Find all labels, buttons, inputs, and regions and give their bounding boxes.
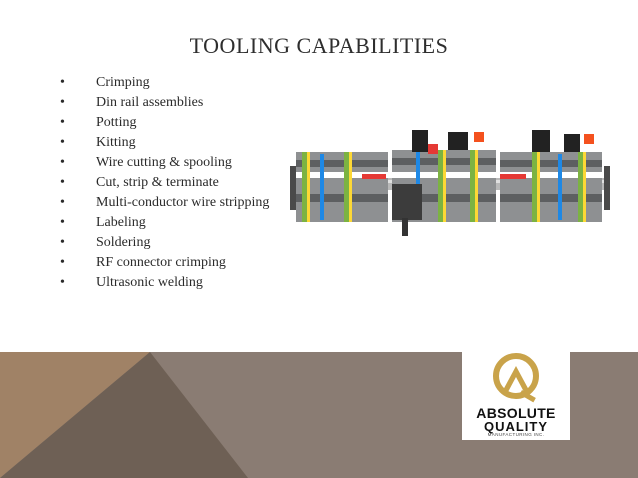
bullet-icon: •	[60, 235, 65, 250]
list-item-text: Soldering	[96, 235, 151, 250]
slide-title: TOOLING CAPABILITIES	[189, 33, 449, 58]
list-item: • Kitting	[60, 136, 270, 150]
list-item-text: Labeling	[96, 215, 146, 230]
list-item-text: Din rail assemblies	[96, 95, 204, 110]
bullet-icon: •	[60, 175, 65, 190]
list-item-text: Cut, strip & terminate	[96, 175, 219, 190]
bullet-icon: •	[60, 95, 65, 110]
logo-line-3: MANUFACTURING INC.	[487, 432, 545, 437]
list-item-text: Wire cutting & spooling	[96, 155, 232, 170]
bullet-icon: •	[60, 155, 65, 170]
list-item-text: RF connector crimping	[96, 255, 226, 270]
list-item-text: Potting	[96, 115, 137, 130]
list-item: • RF connector crimping	[60, 256, 270, 270]
bullet-icon: •	[60, 215, 65, 230]
bullet-icon: •	[60, 195, 65, 210]
logo-line-1: ABSOLUTE	[476, 405, 556, 421]
list-item: • Labeling	[60, 216, 270, 230]
bullet-icon: •	[60, 115, 65, 130]
list-item: • Potting	[60, 116, 270, 130]
list-item: • Din rail assemblies	[60, 96, 270, 110]
list-item: • Ultrasonic welding	[60, 276, 270, 290]
logo-mark-icon	[493, 353, 539, 403]
list-item: • Wire cutting & spooling	[60, 156, 270, 170]
list-item: • Multi-conductor wire stripping	[60, 196, 270, 210]
bullet-icon: •	[60, 275, 65, 290]
bullet-icon: •	[60, 135, 65, 150]
list-item: • Soldering	[60, 236, 270, 250]
bullet-icon: •	[60, 75, 65, 90]
logo-line-2: QUALITY	[483, 419, 549, 434]
list-item: • Crimping	[60, 76, 270, 90]
list-item-text: Multi-conductor wire stripping	[96, 195, 270, 210]
list-item: • Cut, strip & terminate	[60, 176, 270, 190]
din-rail-assembly-image	[290, 130, 610, 236]
list-item-text: Ultrasonic welding	[96, 275, 203, 290]
bullet-icon: •	[60, 255, 65, 270]
list-item-text: Crimping	[96, 75, 150, 90]
footer-decoration	[0, 352, 248, 478]
list-item-text: Kitting	[96, 135, 136, 150]
bullet-list: •Crimping •Din rail assemblies •Potting …	[60, 76, 270, 296]
company-logo: ABSOLUTE QUALITY MANUFACTURING INC.	[462, 352, 570, 440]
